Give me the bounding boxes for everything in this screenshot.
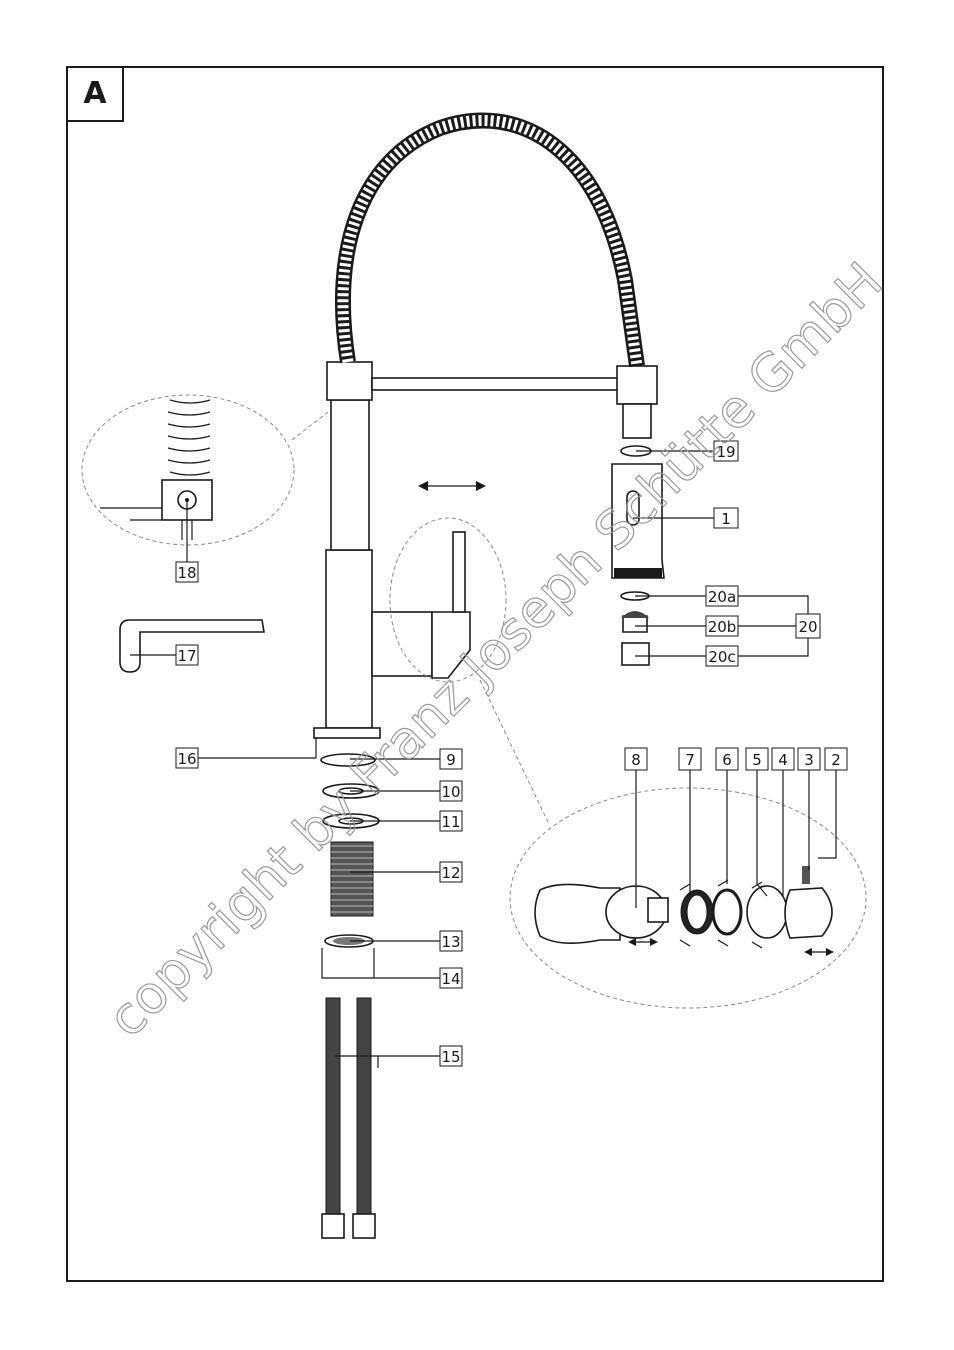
callout-19: 19 bbox=[713, 440, 739, 462]
callout-2-label: 2 bbox=[831, 751, 841, 769]
callout-14-label: 14 bbox=[441, 970, 460, 988]
callout-20a-label: 20a bbox=[708, 588, 736, 606]
callout-5-label: 5 bbox=[752, 751, 762, 769]
callout-20b-label: 20b bbox=[708, 618, 737, 636]
callout-15: 15 bbox=[439, 1045, 463, 1067]
callout-16-label: 16 bbox=[177, 750, 196, 768]
callout-7: 7 bbox=[678, 747, 702, 771]
slide-arrow-icon bbox=[628, 938, 834, 956]
callout-20c-label: 20c bbox=[708, 648, 735, 666]
allen-key-icon bbox=[119, 619, 265, 673]
callout-9: 9 bbox=[439, 748, 463, 770]
callout-18: 18 bbox=[175, 561, 199, 583]
callout-12-label: 12 bbox=[441, 864, 460, 882]
callout-20b: 20b bbox=[705, 615, 739, 637]
mounting-parts bbox=[320, 753, 440, 1239]
callout-19-label: 19 bbox=[716, 443, 735, 461]
callout-2: 2 bbox=[824, 747, 848, 771]
callout-20-label: 20 bbox=[798, 618, 817, 636]
callout-4-label: 4 bbox=[778, 751, 788, 769]
callout-13-label: 13 bbox=[441, 933, 460, 951]
callout-13: 13 bbox=[439, 930, 463, 952]
faucet-assembly bbox=[313, 112, 658, 739]
callout-12: 12 bbox=[439, 861, 463, 883]
callout-3-label: 3 bbox=[804, 751, 814, 769]
callout-20a: 20a bbox=[705, 585, 739, 607]
callout-9-label: 9 bbox=[446, 751, 456, 769]
callout-7-label: 7 bbox=[685, 751, 695, 769]
detail-set-screw bbox=[81, 394, 329, 546]
callout-16: 16 bbox=[175, 747, 199, 769]
callout-14: 14 bbox=[439, 967, 463, 989]
callout-11: 11 bbox=[439, 810, 463, 832]
callout-8: 8 bbox=[624, 747, 648, 771]
callout-20: 20 bbox=[795, 613, 821, 639]
swivel-arrow-icon bbox=[418, 481, 486, 491]
callout-17-label: 17 bbox=[177, 647, 196, 665]
callout-10: 10 bbox=[439, 780, 463, 802]
callout-8-label: 8 bbox=[631, 751, 641, 769]
callout-6: 6 bbox=[715, 747, 739, 771]
callout-18-label: 18 bbox=[177, 564, 196, 582]
section-label: A bbox=[66, 66, 124, 122]
callout-20c: 20c bbox=[705, 645, 739, 667]
callout-4: 4 bbox=[771, 747, 795, 771]
callout-15-label: 15 bbox=[441, 1048, 460, 1066]
callout-10-label: 10 bbox=[441, 783, 460, 801]
callout-11-label: 11 bbox=[441, 813, 460, 831]
callout-17: 17 bbox=[175, 644, 199, 666]
callout-1: 1 bbox=[713, 507, 739, 529]
callout-3: 3 bbox=[797, 747, 821, 771]
detail-handle-cartridge bbox=[389, 517, 867, 1009]
drawing-frame bbox=[66, 66, 884, 1282]
callout-6-label: 6 bbox=[722, 751, 732, 769]
callout-5: 5 bbox=[745, 747, 769, 771]
callout-1-label: 1 bbox=[721, 510, 731, 528]
